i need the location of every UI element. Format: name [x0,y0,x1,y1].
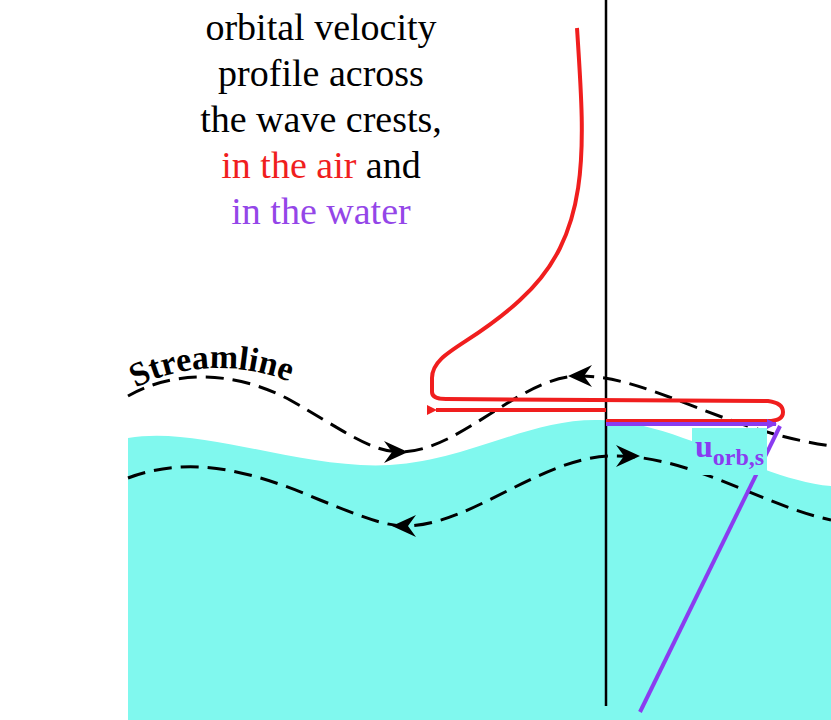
streamline-arrow [568,365,592,387]
velocity-symbol: uorb,s [692,428,767,475]
air-velocity-profile [432,28,783,421]
air-text: in the air [221,144,356,186]
surface-velocity-arrow [606,422,776,426]
water-text: in the water [195,188,447,234]
velocity-symbol-main: u [695,428,713,464]
crest-axis [605,0,608,706]
streamline-arrow [384,441,408,463]
air-velocity-arrow [436,408,606,412]
description-text: orbital velocity profile across the wave… [195,4,447,142]
title-block: orbital velocity profile across the wave… [195,4,447,234]
streamline-arrow [616,445,640,467]
water-region [128,420,831,720]
description-line: in the airand [195,142,447,188]
streamline-label: Streamline [123,338,299,394]
streamline-arrow [392,515,416,537]
conjunction-text: and [366,144,421,186]
streamline-label: Streamline [123,338,299,394]
velocity-symbol-subscript: orb,s [713,444,764,470]
water-velocity-profile [640,426,780,712]
